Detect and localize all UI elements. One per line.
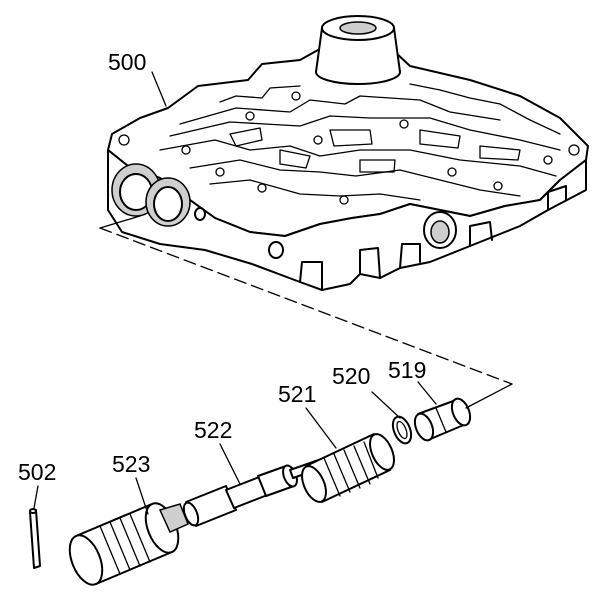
axis-line-upper	[99, 215, 141, 229]
callout-520: 520	[332, 363, 370, 389]
axis-line-dashed	[99, 227, 513, 385]
callout-521: 521	[278, 381, 316, 407]
pin-502	[29, 508, 41, 569]
callout-523: 523	[112, 451, 150, 477]
callout-500: 500	[108, 49, 146, 75]
bore-plug-523	[68, 502, 189, 586]
plug-519	[413, 397, 472, 442]
leader-500	[151, 71, 167, 107]
valve-body	[107, 15, 589, 291]
axis-line-right	[465, 383, 513, 409]
retainer-ring-520	[391, 415, 413, 445]
callout-522: 522	[194, 417, 232, 443]
leader-520	[371, 391, 401, 419]
leader-521	[305, 407, 337, 449]
leader-519	[417, 381, 437, 405]
spring-521	[301, 433, 395, 503]
callout-502: 502	[18, 459, 56, 485]
callout-519: 519	[388, 357, 426, 383]
leader-522	[219, 443, 241, 485]
leader-523	[135, 477, 149, 515]
leader-502	[33, 485, 39, 509]
